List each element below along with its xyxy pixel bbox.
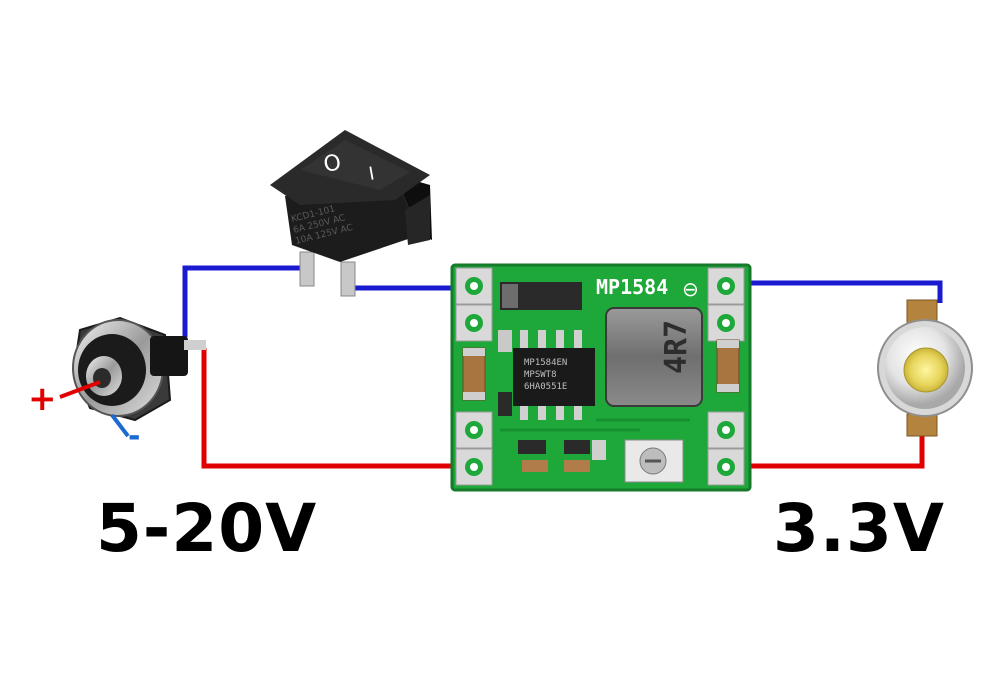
switch-symbol-off: I [367,163,376,185]
wire-negative-input-to-switch [182,265,311,337]
module-chip-name: MP1584 [596,275,668,299]
wire-positive-module-to-led [730,430,925,469]
power-led [877,299,973,437]
module-polarity-symbol: ⊖ [682,277,699,301]
ic-marking-1: MP1584EN [524,358,567,368]
ic-marking-2: MPSWT8 [524,370,557,380]
wire-negative-module-to-led [730,280,943,303]
jack-plus-label: + [28,379,57,419]
ic-marking-3: 6HA0551E [524,382,567,392]
wire-positive-input-to-module [201,348,473,469]
output-voltage-label: 3.3V [773,490,945,567]
input-voltage-label: 5-20V [96,490,318,567]
switch-symbol-on: O [322,150,343,178]
rocker-switch [270,130,432,297]
jack-minus-label: - [128,419,140,454]
inductor-code: 4R7 [659,320,694,374]
dc-barrel-jack [59,316,206,438]
buck-converter-module [450,263,752,492]
